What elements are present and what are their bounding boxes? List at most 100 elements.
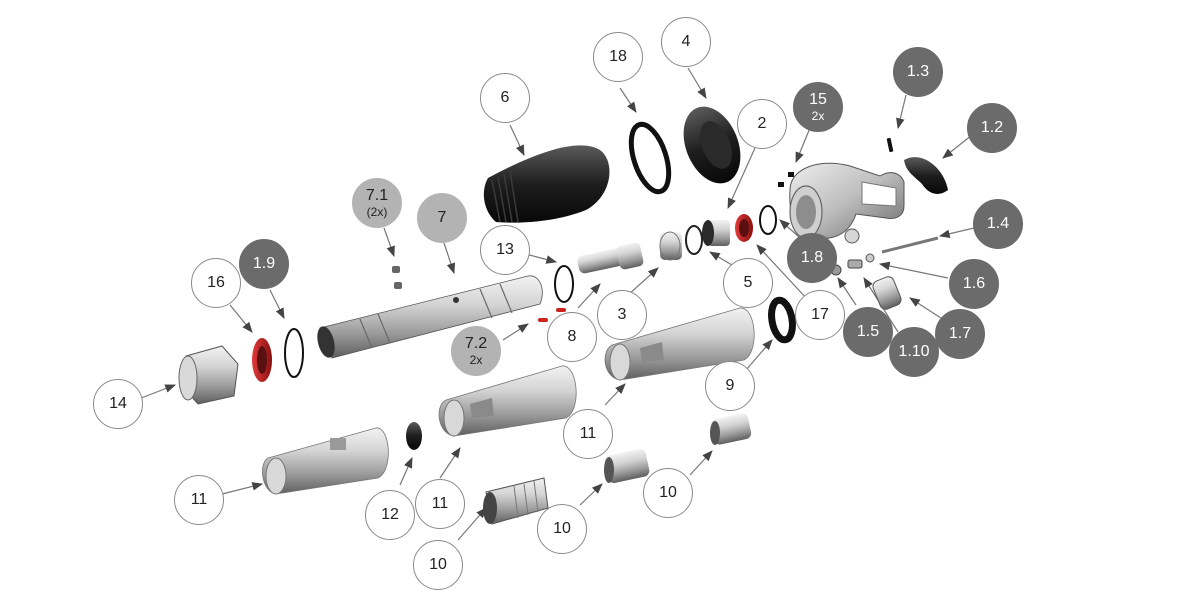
callout-2: 2: [737, 99, 787, 149]
callout-label: 15: [809, 91, 827, 108]
callout-5: 5: [723, 258, 773, 308]
part-10-threaded-insert: [483, 477, 549, 525]
callout-label: 1.4: [986, 215, 1010, 232]
part-14-nut: [178, 345, 239, 405]
callout-label: 6: [500, 89, 510, 106]
part-7-1-block-b: [394, 282, 402, 289]
part-10-bushing-b: [710, 413, 752, 445]
callout-label: 1.3: [906, 63, 930, 80]
part-1-8-o-ring: [759, 205, 777, 235]
callout-1-5: 1.5: [843, 307, 893, 357]
callout-6: 6: [480, 73, 530, 123]
part-7-1-block-a: [392, 266, 400, 273]
callout-1-8: 1.8: [787, 233, 837, 283]
part-6-grip-cover: [483, 145, 610, 223]
callout-label: 13: [496, 241, 514, 258]
callout-1-4: 1.4: [973, 199, 1023, 249]
callout-label: 18: [609, 48, 627, 65]
callout-label: 3: [617, 306, 627, 323]
callout-label: 1.6: [962, 275, 986, 292]
part-1-6-ball: [865, 253, 875, 263]
callout-label: 7.2: [464, 335, 488, 352]
callout-11-lower: 11: [174, 475, 224, 525]
callout-label: 7.1: [365, 187, 389, 204]
callout-quantity: (2x): [366, 205, 388, 219]
callout-label: 10: [553, 520, 571, 537]
callout-1-2: 1.2: [967, 103, 1017, 153]
callout-label: 1.7: [948, 325, 972, 342]
callout-label: 16: [207, 274, 225, 291]
part-1-9-o-ring: [284, 328, 304, 378]
part-11-nozzle-middle: [438, 365, 577, 437]
part-1-housing: [789, 162, 905, 244]
part-11-nozzle-upper: [604, 307, 755, 381]
callout-10-bushing-b: 10: [643, 468, 693, 518]
callout-1-10: 1.10: [889, 327, 939, 377]
part-18-ring: [628, 121, 672, 195]
part-15-pin-a: [788, 172, 794, 177]
part-15-pin-b: [778, 182, 784, 187]
callout-label: 11: [190, 491, 208, 508]
callout-label: 4: [681, 33, 691, 50]
leader-arrows: [135, 67, 975, 541]
part-4-bumper: [683, 106, 741, 184]
part-13-o-ring: [554, 265, 574, 303]
callout-quantity: 2x: [469, 353, 483, 367]
callout-18: 18: [593, 32, 643, 82]
part-1-7-valve: [872, 276, 902, 310]
callout-label: 2: [757, 115, 767, 132]
callout-label: 10: [659, 484, 677, 501]
callout-label: 10: [429, 556, 447, 573]
callout-1-3: 1.3: [893, 47, 943, 97]
part-17-red-seal: [735, 214, 753, 242]
callout-label: 12: [381, 506, 399, 523]
callout-quantity: 2x: [811, 109, 825, 123]
callout-14: 14: [93, 379, 143, 429]
callout-13: 13: [480, 225, 530, 275]
part-9-ring: [768, 296, 796, 344]
callout-label: 8: [567, 328, 577, 345]
callout-7-1: 7.1(2x): [352, 178, 402, 228]
callout-label: 7: [437, 209, 447, 226]
callout-label: 5: [743, 274, 753, 291]
callout-12: 12: [365, 490, 415, 540]
callout-8: 8: [547, 312, 597, 362]
callout-1-9: 1.9: [239, 239, 289, 289]
callout-1-7: 1.7: [935, 309, 985, 359]
part-11-nozzle-lower: [262, 427, 389, 495]
callout-10-bushing-a: 10: [537, 504, 587, 554]
callout-3: 3: [597, 290, 647, 340]
callout-11-middle: 11: [415, 479, 465, 529]
part-7-2-pin-b: [556, 308, 566, 312]
callout-label: 1.8: [800, 249, 824, 266]
part-1-4-rod: [881, 236, 939, 254]
part-7-barrel: [317, 275, 543, 359]
callout-1-6: 1.6: [949, 259, 999, 309]
callout-11-upper: 11: [563, 409, 613, 459]
callout-label: 1.10: [898, 343, 930, 360]
callout-label: 1.5: [856, 323, 880, 340]
callout-label: 11: [579, 425, 597, 442]
part-1-2-cover: [904, 157, 948, 194]
callout-9: 9: [705, 361, 755, 411]
callout-4: 4: [661, 17, 711, 67]
callout-label: 11: [431, 495, 449, 512]
part-3-collar: [659, 231, 682, 261]
part-2-sleeve: [702, 220, 730, 246]
callout-label: 17: [811, 306, 829, 323]
callout-label: 14: [109, 395, 127, 412]
part-5-o-ring: [685, 225, 703, 255]
callout-label: 1.9: [252, 255, 276, 272]
part-7-2-pin-a: [538, 318, 548, 322]
part-10-bushing-a: [604, 449, 650, 483]
callout-16: 16: [191, 258, 241, 308]
callout-label: 1.2: [980, 119, 1004, 136]
callout-7: 7: [417, 193, 467, 243]
callout-10-insert: 10: [413, 540, 463, 590]
part-16-red-seal: [252, 338, 272, 382]
part-8-piston: [577, 242, 644, 274]
